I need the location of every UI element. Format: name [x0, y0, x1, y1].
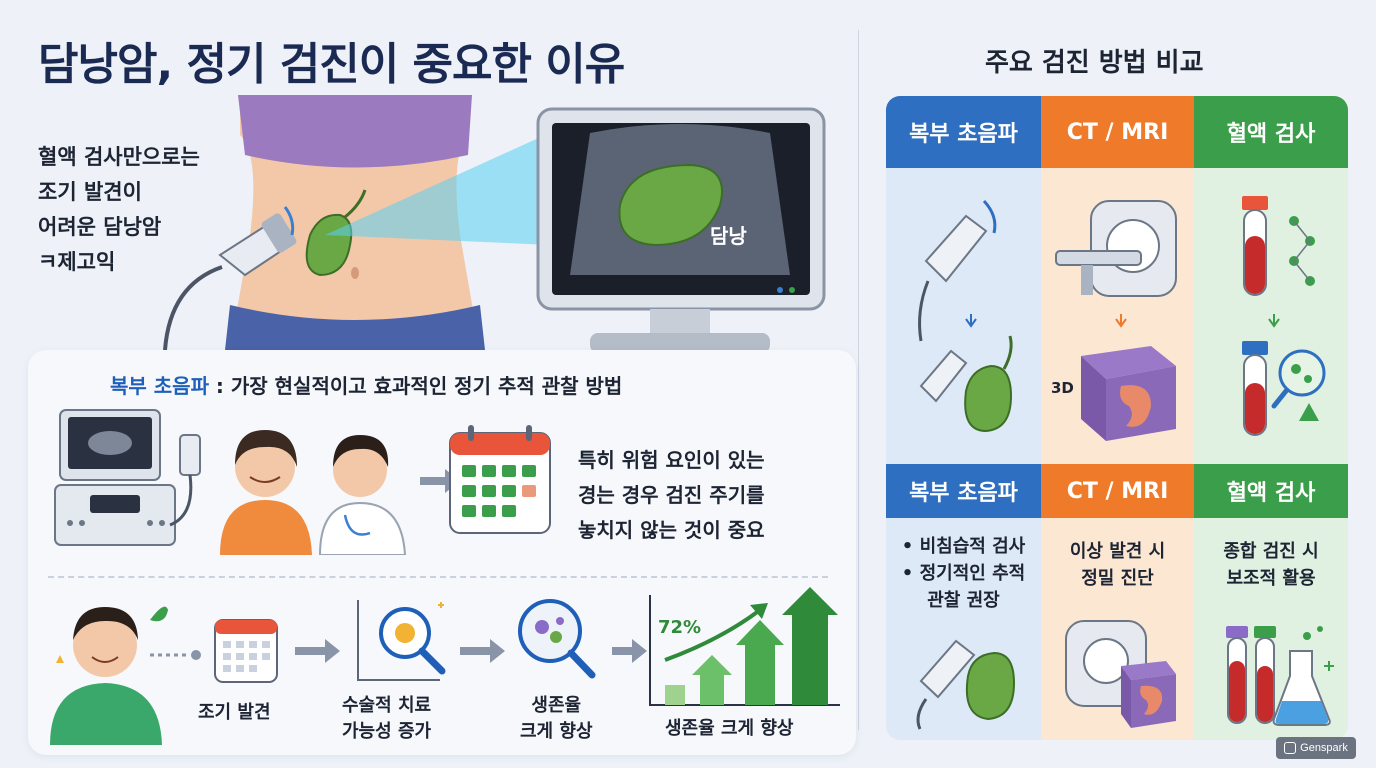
desc-line: 보조적 활용: [1226, 568, 1316, 589]
column-ultrasound: 복부 초음파 복부 초음파 • 비침습적 검사 • 정기적인 추적 관찰 권장: [886, 96, 1041, 740]
header-blood-test-2: 혈액 검사: [1194, 464, 1348, 518]
ultrasound-monitor-illustration: 담낭: [536, 107, 826, 353]
calendar-icon: [214, 619, 278, 683]
comparison-panel: 복부 초음파 복부 초음파 • 비침습적 검사 • 정기적인 추적 관찰 권장: [886, 96, 1348, 740]
mri-scanner-icon: [1065, 620, 1176, 728]
flow-label-survival: 생존율 크게 향상: [520, 693, 593, 745]
blood-tube-icon: [1242, 196, 1326, 436]
compare-title: 주요 검진 방법 비교: [985, 48, 1204, 78]
survival-percent: 72%: [658, 617, 701, 638]
doctor-icon: [318, 435, 407, 555]
arrow-right-icon: [612, 639, 647, 663]
flow-line: 가능성 증가: [342, 721, 432, 742]
benefit-flow-illustration: 72%: [50, 587, 840, 745]
watermark-text: Genspark: [1300, 742, 1348, 754]
watermark-badge: Genspark: [1276, 737, 1356, 759]
ct-scanner-icon: 3D: [1051, 200, 1177, 441]
section-divider: [858, 30, 859, 730]
flow-label-survival-improved: 생존율 크게 향상: [665, 718, 794, 739]
header-ct-mri: CT / MRI: [1041, 96, 1194, 168]
ultrasound-probe-icon: [163, 206, 297, 351]
ultrasound-machine-icon: [54, 409, 201, 546]
3d-organ-cube-icon: [1081, 346, 1176, 441]
header-blood-test: 혈액 검사: [1194, 96, 1348, 168]
ultrasound-headline: 복부 초음파 : 가장 현실적이고 효과적인 정기 추적 관찰 방법: [110, 370, 622, 399]
logo-icon: [1284, 742, 1297, 754]
headline-rest: : 가장 현실적이고 효과적인 정기 추적 관찰 방법: [208, 374, 623, 398]
header-ultrasound-2: 복부 초음파: [886, 464, 1041, 518]
desc-line: • 정기적인 추적: [901, 563, 1026, 584]
desc-ultrasound: • 비침습적 검사 • 정기적인 추적 관찰 권장: [886, 533, 1041, 614]
ultrasound-probe-gallbladder-icon: [918, 199, 1013, 433]
intro-line: 어려운 담낭암: [38, 215, 162, 239]
desc-line: 정밀 진단: [1081, 568, 1154, 589]
ultrasound-probe-gallbladder-icon: [916, 639, 1016, 730]
ultrasound-beam: [325, 135, 550, 245]
intro-text: 혈액 검사만으로는 조기 발견이 어려운 담낭암 ㅋ제고익: [38, 140, 258, 280]
desc-ct-mri: 이상 발견 시 정밀 진단: [1041, 538, 1194, 592]
risk-note: 특히 위험 요인이 있는 경는 경우 검진 주기를 놓치지 않는 것이 중요: [578, 443, 838, 548]
desc-line: 이상 발견 시: [1069, 541, 1166, 562]
desc-blood-test: 종합 검진 시 보조적 활용: [1194, 538, 1348, 592]
flow-label-early-detection: 조기 발견: [198, 702, 271, 723]
checkup-scene-illustration: [54, 409, 551, 555]
monitor-label: 담낭: [710, 224, 747, 248]
calendar-check-icon: [449, 425, 551, 534]
intro-line: ㅋ제고익: [38, 250, 116, 274]
desc-line: 관찰 권장: [927, 590, 1000, 611]
magnifier-gear-icon: [357, 600, 446, 681]
risk-line: 경는 경우 검진 주기를: [578, 483, 765, 507]
desc-line: • 비침습적 검사: [901, 536, 1026, 557]
flow-line: 크게 향상: [520, 721, 593, 742]
header-ct-mri-2: CT / MRI: [1041, 464, 1194, 518]
person-icon: [50, 606, 168, 745]
microscope-cells-icon: [518, 599, 596, 679]
column-blood-test: 혈액 검사 혈액 검사 종합 검진 시: [1194, 96, 1348, 740]
arrow-right-icon: [460, 639, 505, 663]
patient-icon: [220, 430, 312, 555]
page-title: 담낭암, 정기 검진이 중요한 이유: [38, 39, 625, 90]
headline-key: 복부 초음파: [110, 374, 209, 398]
survival-growth-chart-icon: 72%: [649, 587, 840, 706]
risk-line: 특히 위험 요인이 있는: [578, 448, 765, 472]
hero-illustration: 담낭: [163, 95, 826, 353]
risk-line: 놓치지 않는 것이 중요: [578, 518, 765, 542]
flow-line: 수술적 치료: [342, 695, 432, 716]
intro-line: 혈액 검사만으로는: [38, 145, 200, 169]
desc-line: 종합 검진 시: [1223, 541, 1319, 562]
arrow-right-icon: [295, 639, 340, 663]
dashed-separator: [48, 576, 828, 578]
header-ultrasound: 복부 초음파: [886, 96, 1041, 168]
intro-line: 조기 발견이: [38, 180, 142, 204]
flow-label-surgery: 수술적 치료 가능성 증가: [342, 693, 431, 745]
flow-line: 생존율: [531, 695, 582, 716]
column-ct-mri: CT / MRI 3D CT / MRI 이상 발견 시 정밀 진단: [1041, 96, 1194, 740]
test-tubes-flask-icon: [1226, 626, 1334, 726]
label-3d: 3D: [1051, 379, 1074, 397]
